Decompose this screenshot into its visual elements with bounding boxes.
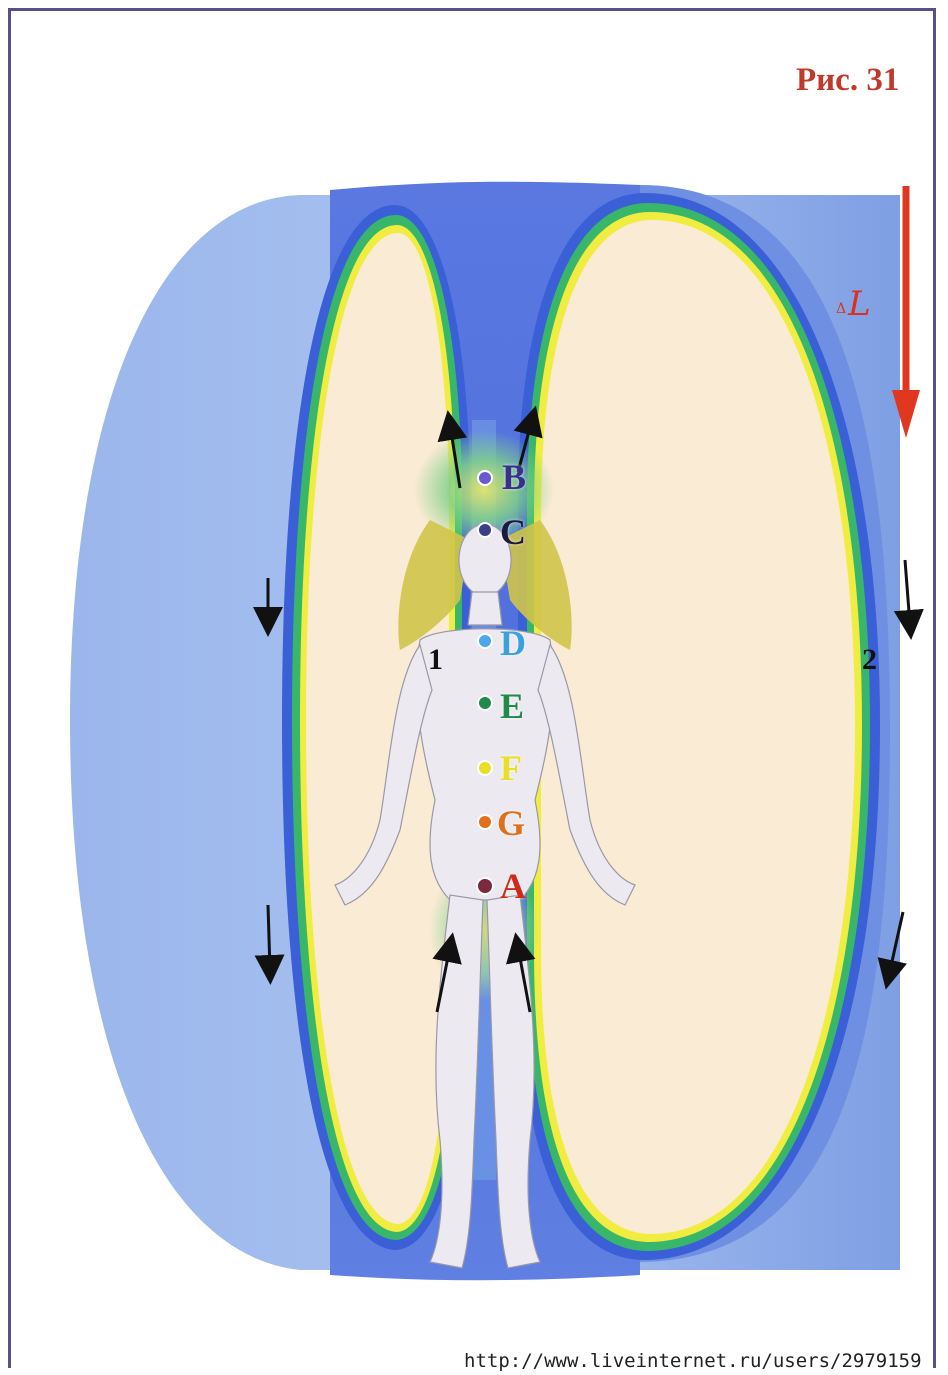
chakra-label-c: C [500, 514, 526, 550]
chakra-label-g: G [497, 805, 525, 841]
chakra-dot-d [478, 634, 492, 648]
chakra-dot-f [478, 761, 492, 775]
arrow-down-left-bottom-icon [268, 905, 270, 970]
chakra-dot-e [478, 696, 492, 710]
delta-l-label: ΔL [836, 284, 871, 324]
chakra-label-f: F [500, 750, 522, 786]
region-label-inner: 1 [428, 645, 443, 675]
chakra-label-e: E [500, 688, 524, 724]
chakra-dot-g [478, 815, 492, 829]
chakra-dot-b [478, 471, 492, 485]
figure-title: Рис. 31 [796, 62, 899, 99]
source-url: http://www.liveinternet.ru/users/2979159 [464, 1352, 922, 1371]
arrow-down-right-top-icon [905, 560, 910, 625]
chakra-label-a: A [500, 868, 526, 904]
region-label-outer: 2 [862, 645, 877, 675]
chakra-dot-a [477, 878, 493, 894]
chakra-label-d: D [500, 625, 526, 661]
chakra-dot-c [478, 523, 492, 537]
chakra-label-b: B [502, 459, 526, 495]
